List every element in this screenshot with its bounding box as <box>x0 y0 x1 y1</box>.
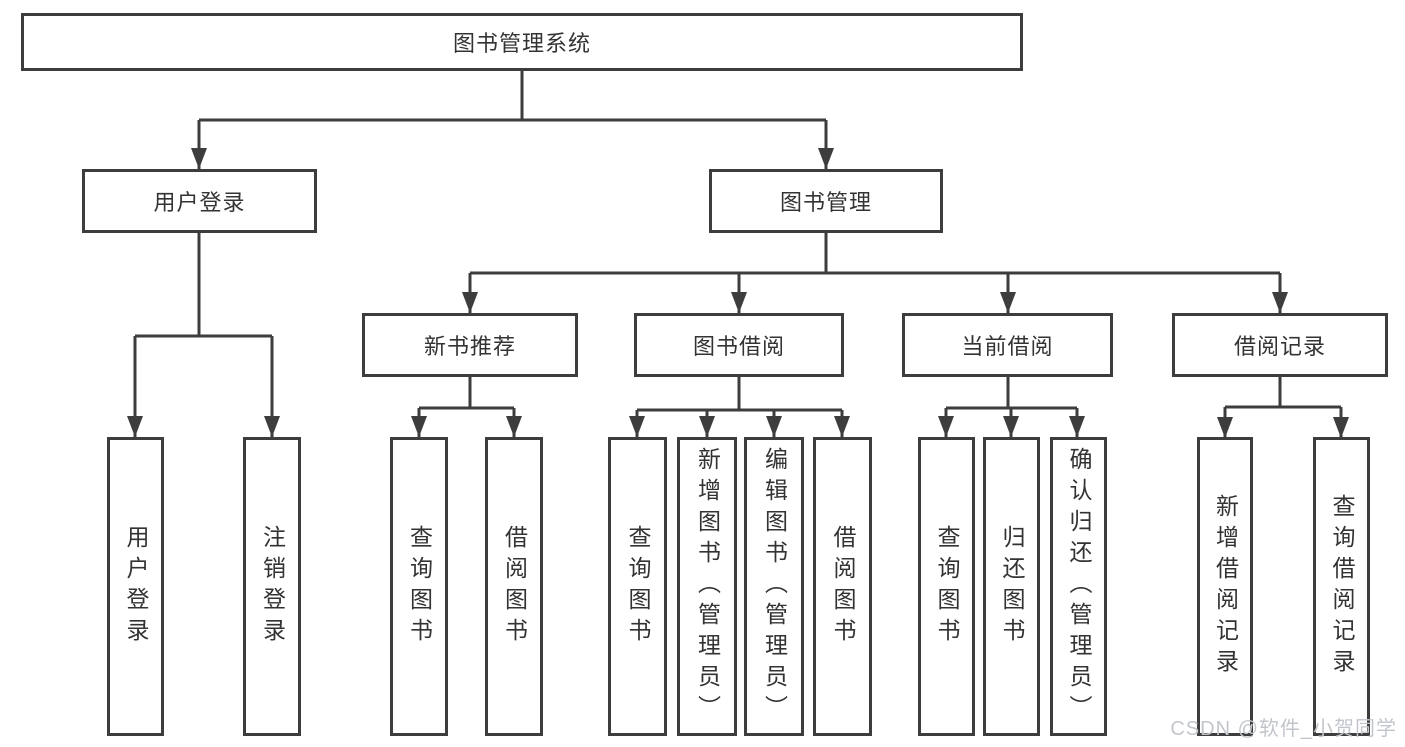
connector-root <box>191 71 834 169</box>
watermark: CSDN @软件_小贺同学 <box>1170 718 1397 740</box>
arrowhead-icon <box>766 416 782 437</box>
arrowhead-icon <box>629 416 645 437</box>
node-user-login: 用户登录 <box>82 169 317 233</box>
arrowhead-icon <box>731 292 747 313</box>
arrowhead-icon <box>1217 417 1233 438</box>
node-new-book-recommend: 新书推荐 <box>362 313 578 377</box>
connector-current-borrowing <box>938 377 1085 437</box>
connector-user-login <box>127 233 280 437</box>
connector-book-borrowing <box>629 377 850 437</box>
arrowhead-icon <box>462 292 478 313</box>
arrowhead-icon <box>1003 416 1019 437</box>
leaf-add-books-admin: 新增图书（管理员） <box>677 437 737 736</box>
leaf-logout: 注销登录 <box>243 437 301 736</box>
arrowhead-icon <box>1069 416 1085 437</box>
node-library-management-system: 图书管理系统 <box>21 13 1023 71</box>
leaf-edit-books-admin: 编辑图书（管理员） <box>744 437 804 736</box>
arrowhead-icon <box>127 416 143 437</box>
leaf-borrow-books: 借阅图书 <box>813 437 872 736</box>
connector-borrowing-records <box>1217 377 1349 438</box>
node-book-borrowing: 图书借阅 <box>634 313 844 377</box>
leaf-borrow-books-recommend: 借阅图书 <box>485 437 543 736</box>
leaf-query-books-current: 查询图书 <box>918 437 975 736</box>
leaf-add-borrow-record: 新增借阅记录 <box>1197 437 1253 736</box>
leaf-query-borrow-record: 查询借阅记录 <box>1313 437 1370 736</box>
node-borrowing-records: 借阅记录 <box>1172 313 1388 377</box>
arrowhead-icon <box>191 148 207 169</box>
node-current-borrowing: 当前借阅 <box>902 313 1113 377</box>
connector-new-book-recommend <box>411 377 522 437</box>
leaf-user-login: 用户登录 <box>107 437 164 736</box>
leaf-confirm-return-admin: 确认归还（管理员） <box>1050 437 1107 736</box>
arrowhead-icon <box>1333 417 1349 438</box>
arrowhead-icon <box>1000 292 1016 313</box>
arrowhead-icon <box>506 416 522 437</box>
arrowhead-icon <box>264 416 280 437</box>
leaf-query-books-borrowing: 查询图书 <box>608 437 667 736</box>
leaf-return-books: 归还图书 <box>983 437 1040 736</box>
arrowhead-icon <box>1272 292 1288 313</box>
leaf-query-books-recommend: 查询图书 <box>390 437 448 736</box>
arrowhead-icon <box>699 416 715 437</box>
node-book-management: 图书管理 <box>709 169 943 233</box>
connector-book-management <box>462 233 1288 313</box>
arrowhead-icon <box>938 416 954 437</box>
arrowhead-icon <box>818 148 834 169</box>
arrowhead-icon <box>411 416 427 437</box>
arrowhead-icon <box>834 416 850 437</box>
